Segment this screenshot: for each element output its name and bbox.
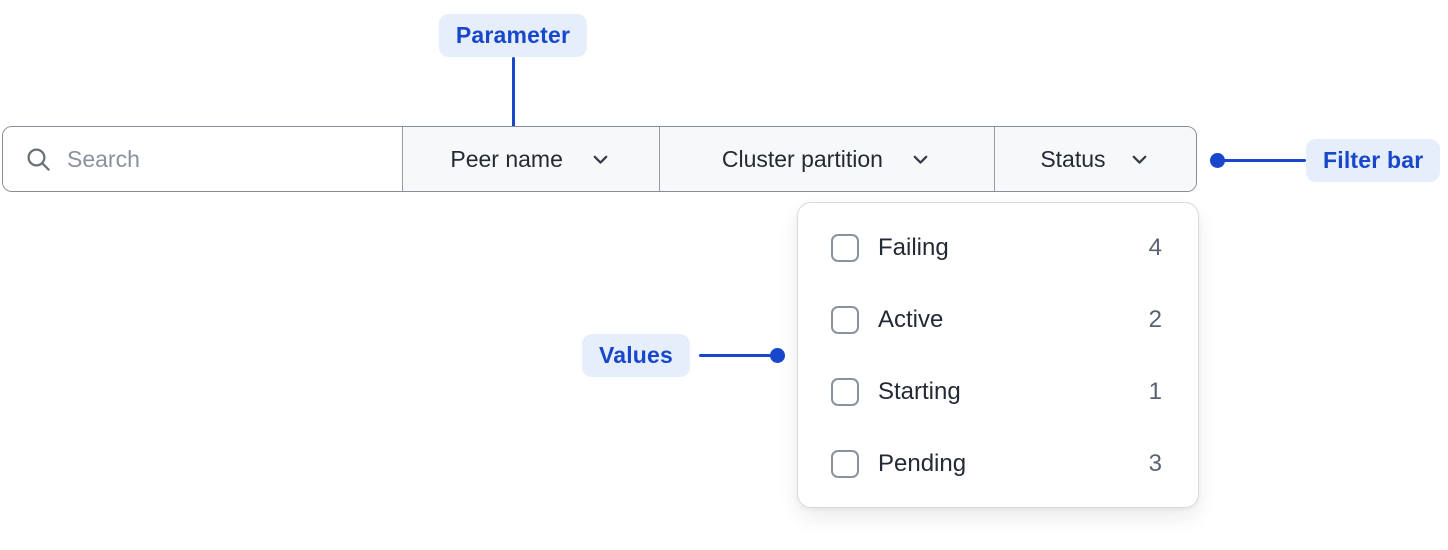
filter-bar-connector-dot: [1210, 153, 1225, 168]
option-starting[interactable]: Starting 1: [798, 356, 1198, 428]
pending-checkbox[interactable]: [831, 450, 859, 478]
option-count: 3: [1148, 450, 1162, 477]
failing-checkbox[interactable]: [831, 234, 859, 262]
parameter-annotation-badge: Parameter: [438, 14, 588, 57]
cluster-partition-dropdown-label: Cluster partition: [721, 145, 883, 172]
option-label: Active: [878, 306, 944, 333]
peer-name-dropdown[interactable]: Peer name: [402, 127, 659, 191]
values-connector-dot: [770, 348, 785, 363]
status-dropdown-label: Status: [1040, 145, 1106, 172]
status-dropdown-panel: Failing 4 Active 2 Starting 1 Pending 3: [797, 202, 1199, 508]
peer-name-dropdown-label: Peer name: [450, 145, 563, 172]
search-icon: [27, 147, 50, 171]
cluster-partition-dropdown[interactable]: Cluster partition: [658, 127, 994, 191]
filter-bar-connector-line: [1222, 159, 1306, 162]
option-failing[interactable]: Failing 4: [798, 212, 1198, 284]
chevron-down-icon: [913, 155, 928, 164]
search-input[interactable]: [67, 145, 367, 173]
option-active[interactable]: Active 2: [798, 284, 1198, 356]
status-dropdown[interactable]: Status: [993, 127, 1196, 191]
chevron-down-icon: [593, 155, 608, 164]
active-checkbox[interactable]: [831, 306, 859, 334]
values-annotation-badge: Values: [581, 334, 691, 377]
search-field: [3, 127, 403, 191]
values-connector-line: [699, 354, 771, 357]
option-count: 4: [1148, 234, 1162, 261]
option-label: Pending: [878, 450, 967, 477]
option-pending[interactable]: Pending 3: [798, 428, 1198, 500]
option-count: 1: [1148, 378, 1162, 405]
filter-bar-annotation-badge: Filter bar: [1306, 139, 1441, 182]
option-label: Failing: [878, 234, 949, 261]
filter-bar: Peer name Cluster partition Status: [2, 126, 1197, 192]
option-label: Starting: [878, 378, 961, 405]
chevron-down-icon: [1132, 155, 1146, 164]
option-count: 2: [1148, 306, 1162, 333]
starting-checkbox[interactable]: [831, 378, 859, 406]
parameter-connector-line: [512, 57, 515, 134]
